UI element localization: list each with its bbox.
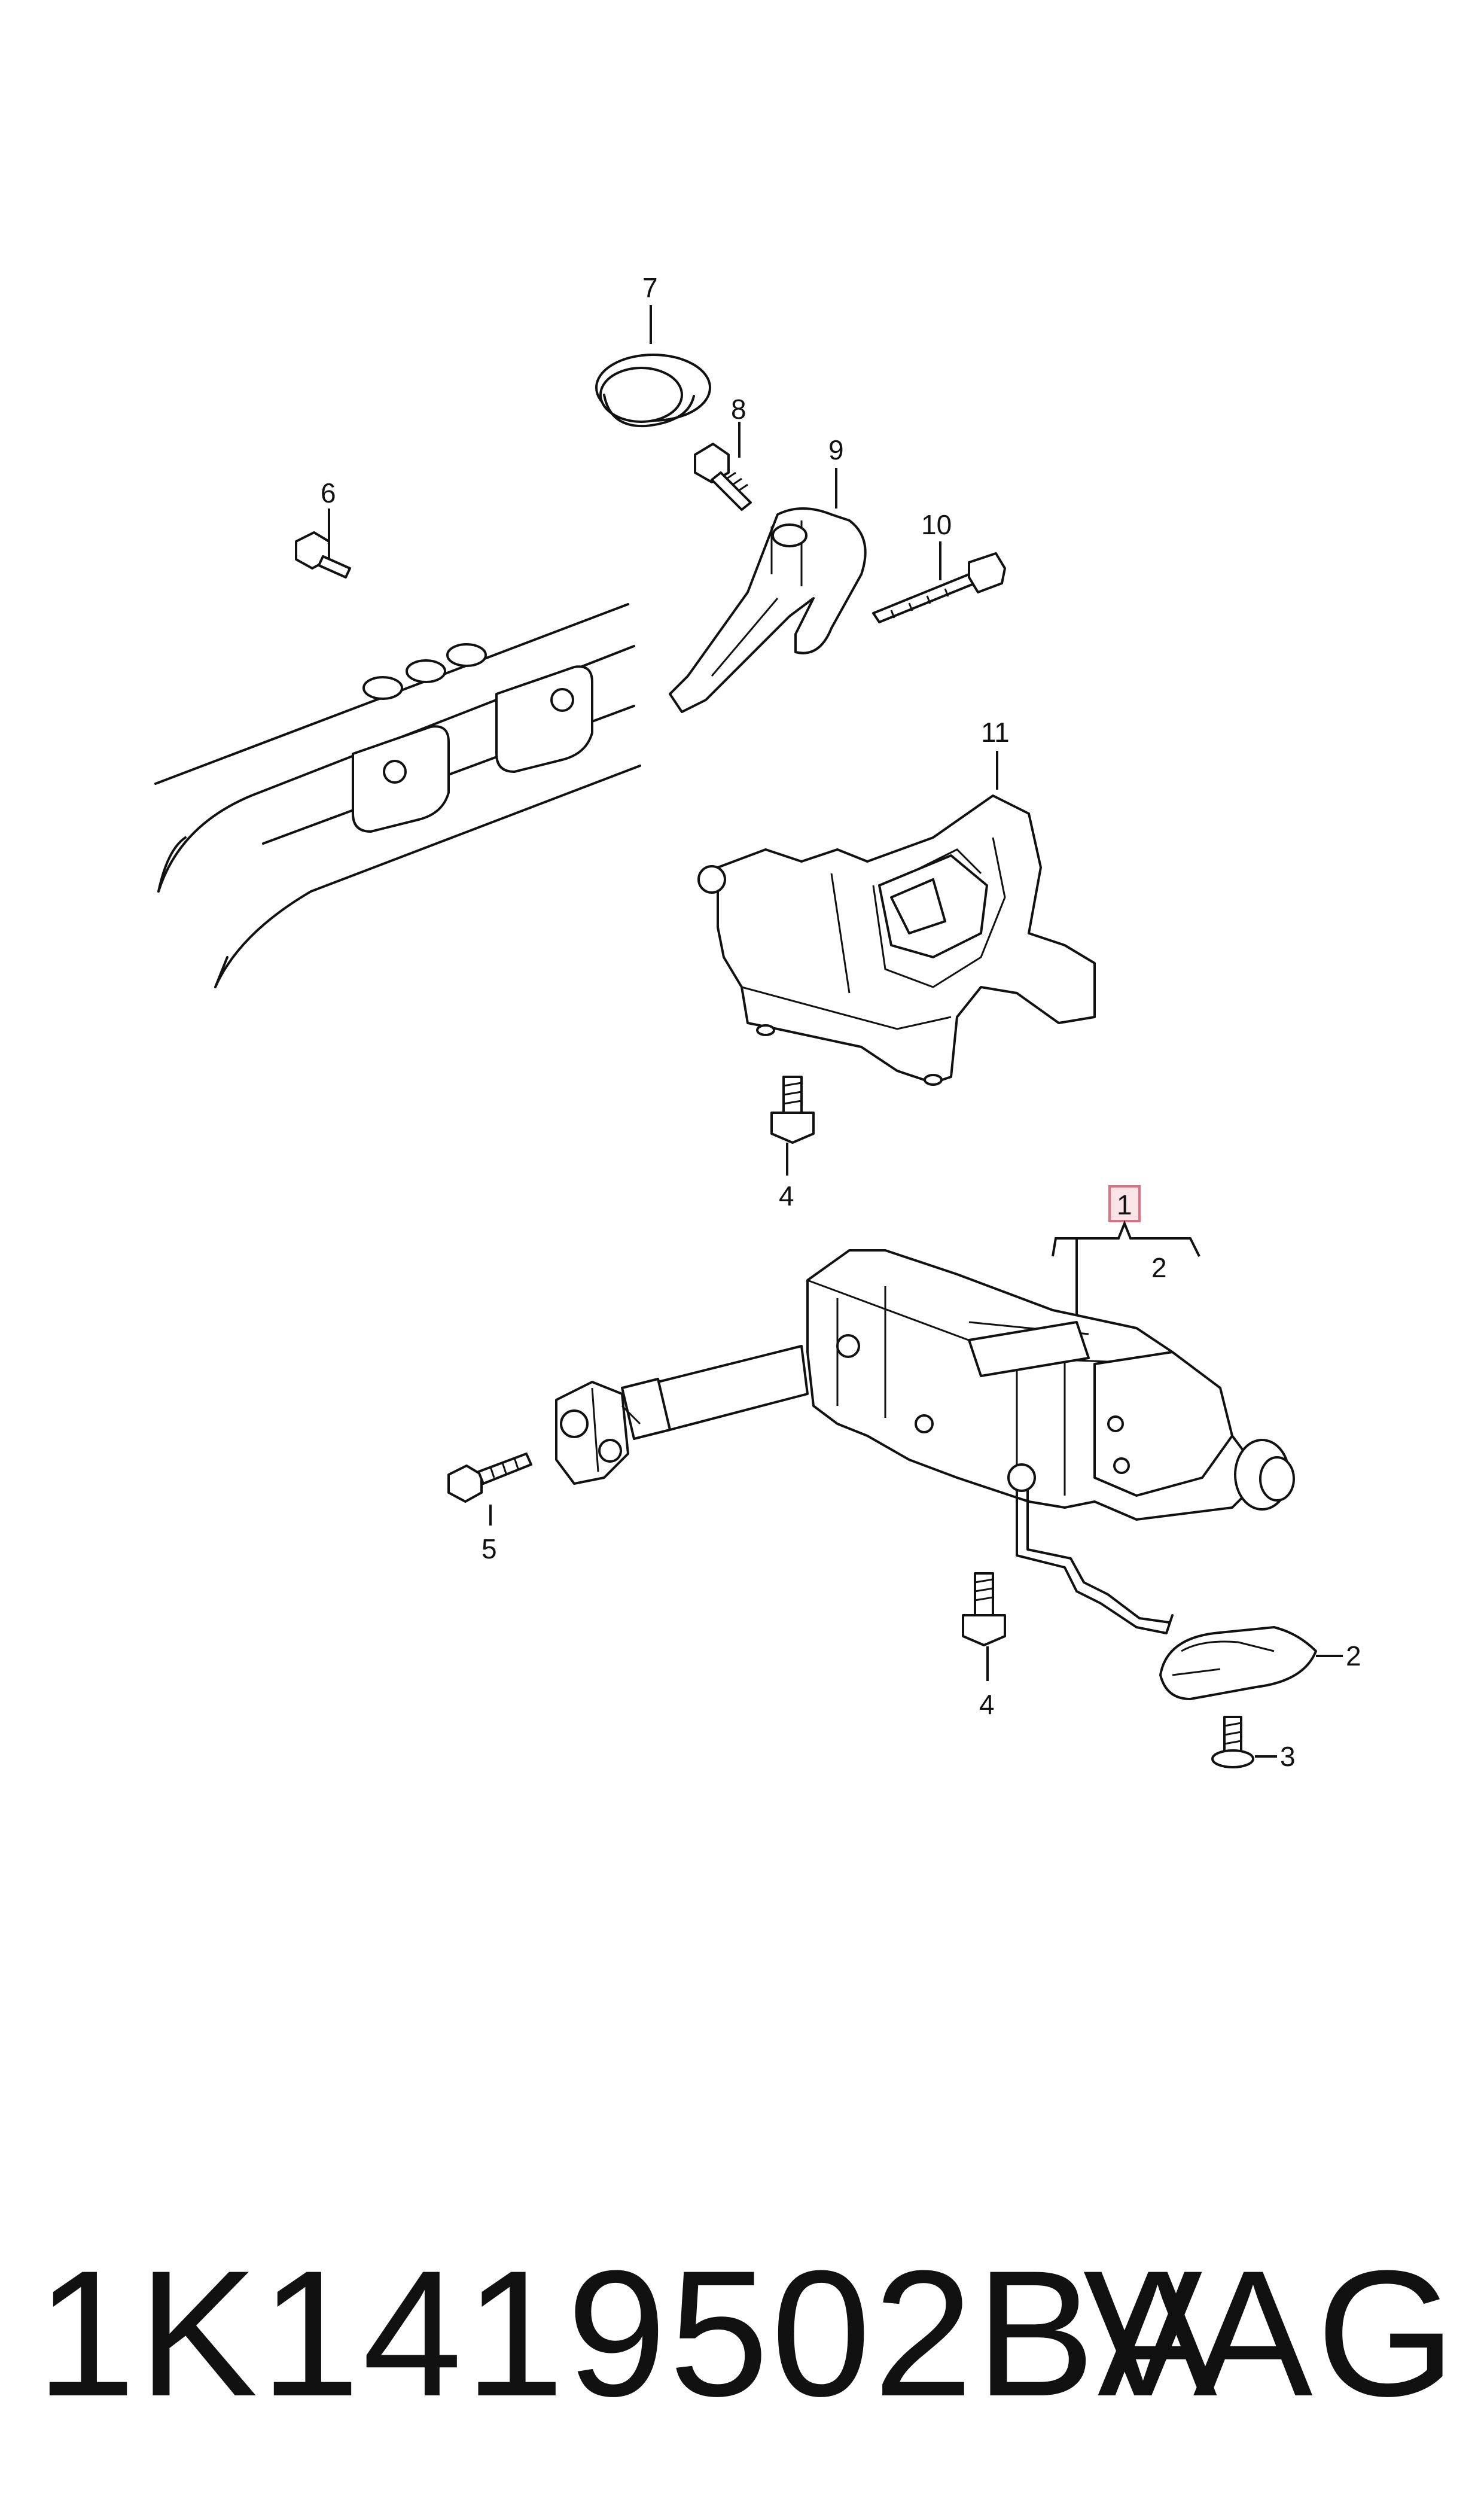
part-2-cover: 2 — [1159, 1626, 1361, 1700]
callout-2-bracket: 2 — [1151, 1252, 1167, 1283]
callout-1: 1 — [1117, 1189, 1132, 1220]
part-8-bolt: 8 — [694, 394, 752, 511]
part-4-bolt-lower: 4 — [962, 1572, 1006, 1720]
callout-5: 5 — [482, 1533, 497, 1564]
part-6-bolt: 6 — [295, 477, 351, 578]
part-1-steering-column — [555, 1249, 1295, 1634]
part-4-bolt-upper: 4 — [770, 1076, 815, 1211]
brand-label: VAG — [1083, 2233, 1459, 2434]
callout-2: 2 — [1346, 1640, 1361, 1671]
part-7-grommet: 7 — [595, 272, 711, 428]
callout-6: 6 — [321, 477, 336, 509]
callout-8: 8 — [731, 394, 746, 425]
callout-11: 11 — [981, 717, 1010, 748]
callout-4-lower: 4 — [979, 1689, 995, 1720]
callout-10: 10 — [921, 509, 952, 540]
part-11-mount: 11 — [697, 717, 1096, 1086]
part-number: 1K1419502BA — [36, 2233, 1220, 2434]
part-5-bolt: 5 — [447, 1453, 532, 1564]
cross-member — [154, 603, 641, 988]
parts-diagram: 7 8 9 10 6 — [154, 272, 1361, 1772]
part-3-screw: 3 — [1211, 1716, 1296, 1772]
callout-3: 3 — [1280, 1741, 1296, 1772]
part-9-bracket: 9 — [669, 434, 867, 713]
part-10-bolt: 10 — [872, 509, 1006, 623]
footer: 1K1419502BA VAG — [36, 2225, 1459, 2441]
callout-1-highlight — [1108, 1185, 1141, 1222]
part-1-callout: 1 2 — [1052, 1185, 1200, 1334]
callout-7: 7 — [642, 272, 658, 303]
callout-4-upper: 4 — [779, 1180, 794, 1211]
callout-9: 9 — [828, 434, 844, 465]
